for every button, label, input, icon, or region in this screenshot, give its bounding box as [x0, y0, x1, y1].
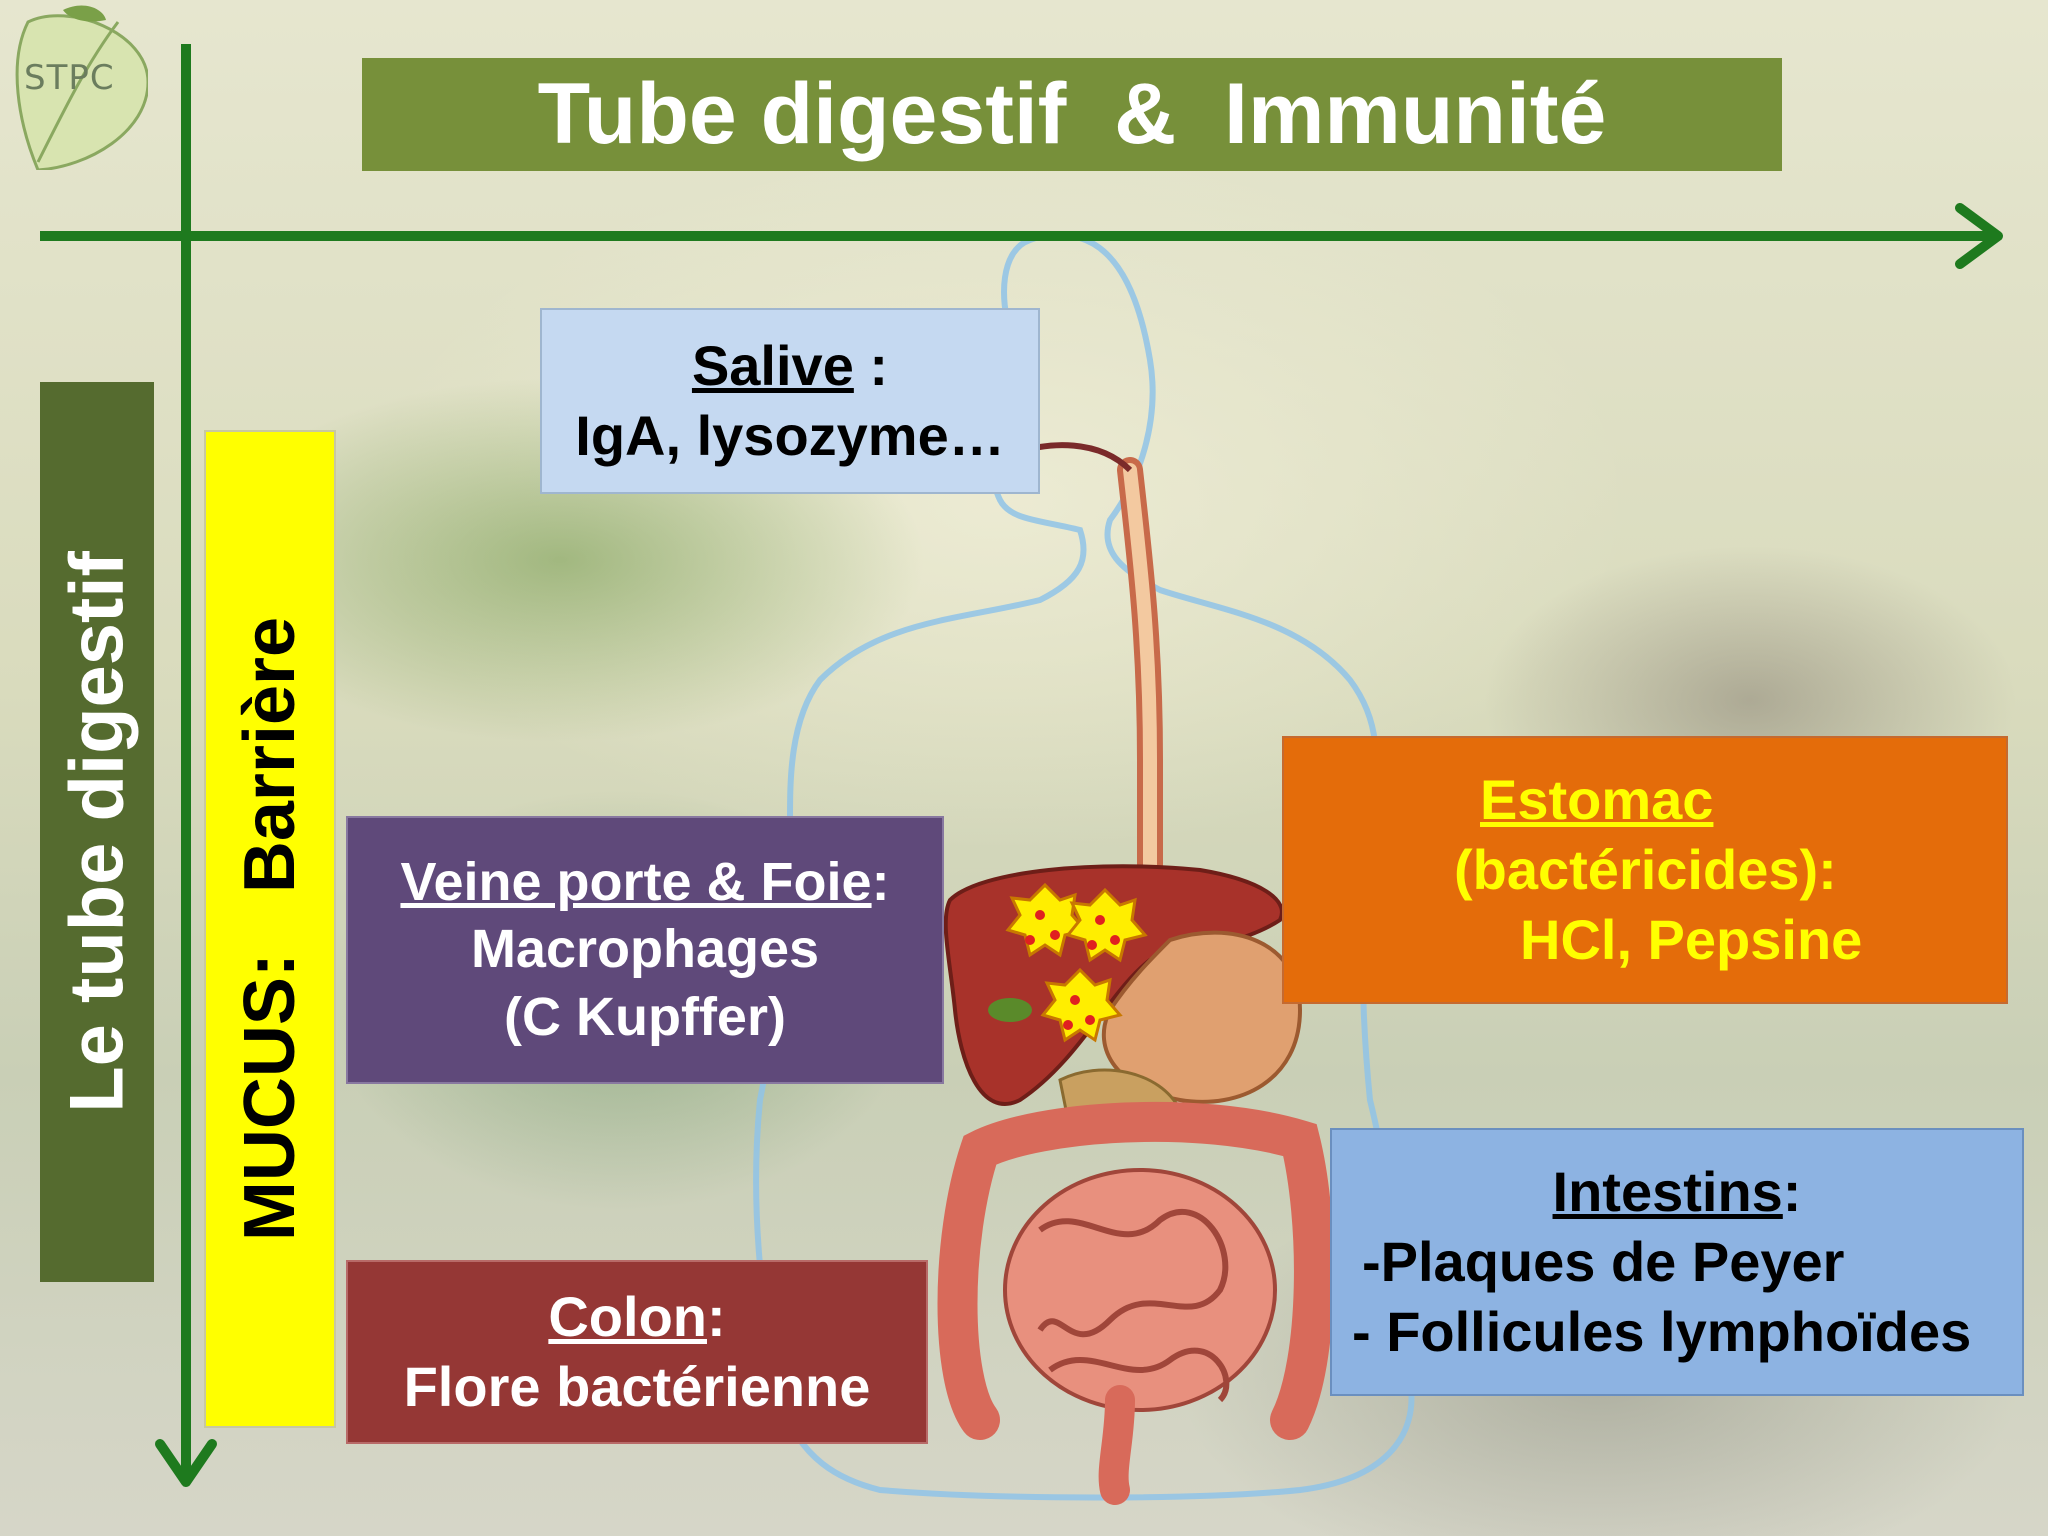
- veine-heading: Veine porte & Foie: [400, 851, 872, 912]
- colon-heading-suffix: :: [706, 1285, 726, 1348]
- logo-text: STPC: [24, 58, 115, 98]
- macrophage-icon: [1005, 882, 1148, 1043]
- colon-box: Colon: Flore bactérienne: [346, 1260, 928, 1444]
- salive-heading-line: Salive :: [692, 331, 888, 401]
- estomac-heading: Estomac: [1480, 768, 1714, 831]
- vertical-axis-arrowhead: [155, 1439, 217, 1487]
- stomach: [1101, 930, 1303, 1104]
- veine-heading-suffix: :: [871, 851, 890, 912]
- veine-porte-box: Veine porte & Foie: Macrophages (C Kupff…: [346, 816, 944, 1084]
- rectum: [1098, 1385, 1135, 1505]
- gall-bladder: [988, 998, 1032, 1022]
- stpc-logo: STPC: [8, 2, 150, 172]
- salive-body: IgA, lysozyme…: [575, 404, 1005, 467]
- page-title: Tube digestif & Immunité: [362, 58, 1782, 171]
- large-intestine: [937, 1101, 1334, 1440]
- tube-digestif-band: Le tube digestif: [40, 382, 154, 1282]
- bacteria-dots: [1025, 910, 1120, 1030]
- veine-line1: Macrophages: [470, 919, 820, 980]
- estomac-line1: (bactéricides):: [1454, 838, 1837, 901]
- small-intestine: [1003, 1168, 1277, 1412]
- intestins-line1: -Plaques de Peyer: [1362, 1230, 1845, 1293]
- intestins-heading-suffix: :: [1782, 1160, 1802, 1223]
- veine-heading-line: Veine porte & Foie:: [400, 849, 889, 917]
- estomac-box: Estomac (bactéricides): HCl, Pepsine: [1282, 736, 2008, 1004]
- intestins-line2: - Follicules lymphoïdes: [1352, 1300, 1972, 1363]
- intestins-box: Intestins: -Plaques de Peyer - Follicule…: [1330, 1128, 2024, 1396]
- colon-body: Flore bactérienne: [403, 1355, 871, 1418]
- veine-line2: (C Kupffer): [504, 986, 786, 1047]
- estomac-line2: HCl, Pepsine: [1520, 908, 1863, 971]
- intestins-heading: Intestins: [1552, 1160, 1783, 1223]
- salive-box: Salive : IgA, lysozyme…: [540, 308, 1040, 494]
- salive-heading-suffix: :: [853, 334, 889, 397]
- intestins-heading-line: Intestins:: [1553, 1157, 1802, 1227]
- horizontal-axis-arrowhead: [1955, 203, 2003, 269]
- colon-heading-line: Colon:: [548, 1282, 725, 1352]
- mucus-barrier-band: MUCUS: Barrière: [204, 430, 336, 1428]
- colon-heading: Colon: [548, 1285, 707, 1348]
- salive-heading: Salive: [691, 334, 854, 397]
